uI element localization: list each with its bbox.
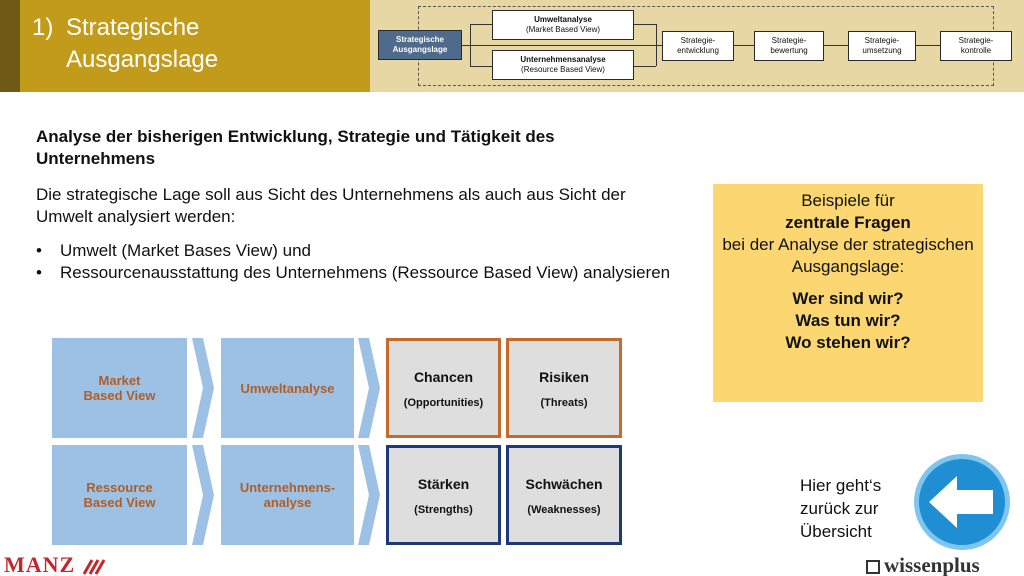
process-step-line1: Strategie- <box>680 36 716 45</box>
process-unternehmen-box: Unternehmensanalyse (Resource Based View… <box>492 50 634 80</box>
process-step-line2: entwicklung <box>677 46 719 55</box>
intro-bullets: Umwelt (Market Bases View) und Ressource… <box>36 240 676 284</box>
process-umwelt-sub: (Market Based View) <box>525 25 601 34</box>
market-based-view-cell: Market Based View <box>52 338 187 438</box>
header-title-area: 1) Strategische Ausgangslage <box>20 0 370 92</box>
risiken-cell: Risiken (Threats) <box>506 338 622 438</box>
process-step-line2: kontrolle <box>960 46 992 55</box>
questions-box: Beispiele für zentrale Fragen bei der An… <box>713 184 983 402</box>
process-step-line1: Strategie- <box>958 36 994 45</box>
chancen-cell: Chancen (Opportunities) <box>386 338 501 438</box>
intro-body: Die strategische Lage soll aus Sicht des… <box>36 185 626 226</box>
connector <box>916 45 940 46</box>
process-start-box: Strategische Ausgangslage <box>378 30 462 60</box>
chevron-right-icon <box>358 338 380 438</box>
market-line1: Market <box>98 373 141 388</box>
back-button[interactable] <box>914 454 1010 550</box>
chevron-right-icon <box>358 445 380 545</box>
process-step-line2: bewertung <box>770 46 808 55</box>
process-step-line2: umsetzung <box>862 46 902 55</box>
question-3: Wo stehen wir? <box>785 333 911 352</box>
wissenplus-text: wissenplus <box>884 553 980 576</box>
back-link-text[interactable]: Hier geht‘s zurück zur Übersicht <box>800 474 881 543</box>
chancen-title: Chancen <box>413 369 474 385</box>
process-start-line1: Strategische <box>395 35 445 44</box>
connector <box>656 24 657 66</box>
header-stripe <box>0 0 20 92</box>
page-title: 1) Strategische Ausgangslage <box>32 12 218 76</box>
ressource-line2: Based View <box>83 495 156 510</box>
risiken-title: Risiken <box>539 369 589 385</box>
questions-line1: Beispiele für <box>801 191 895 210</box>
arrow-left-icon <box>929 476 993 528</box>
title-number: 1) <box>32 14 54 41</box>
intro-title: Analyse der bisherigen Entwicklung, Stra… <box>36 127 555 168</box>
wissenplus-logo: wissenplus <box>866 553 980 576</box>
chevron-right-icon <box>192 338 214 438</box>
market-line2: Based View <box>83 388 156 403</box>
question-1: Wer sind wir? <box>792 289 904 308</box>
process-unternehmen-title: Unternehmensanalyse <box>520 55 606 64</box>
umweltanalyse-cell: Umweltanalyse <box>221 338 354 438</box>
staerken-cell: Stärken (Strengths) <box>386 445 501 545</box>
ressource-based-view-cell: Ressource Based View <box>52 445 187 545</box>
process-unternehmen-sub: (Resource Based View) <box>521 65 605 74</box>
connector <box>470 66 492 67</box>
process-step-line1: Strategie- <box>771 36 807 45</box>
bullet-item: Ressourcenausstattung des Unternehmens (… <box>36 262 676 284</box>
process-step-line1: Strategie- <box>864 36 900 45</box>
connector <box>734 45 754 46</box>
question-2: Was tun wir? <box>795 311 901 330</box>
staerken-title: Stärken <box>417 476 470 492</box>
schwaechen-title: Schwächen <box>525 476 603 492</box>
connector <box>634 24 656 25</box>
process-start-line2: Ausgangslage <box>392 45 448 54</box>
unternehmensanalyse-cell: Unternehmens- analyse <box>221 445 354 545</box>
process-umwelt-title: Umweltanalyse <box>534 15 592 24</box>
manz-text: MANZ <box>4 552 76 576</box>
unternehmen-line1: Unternehmens- <box>239 480 336 495</box>
title-line1: Strategische <box>66 14 200 41</box>
questions-line2: zentrale Fragen <box>785 213 911 232</box>
schwaechen-cell: Schwächen (Weaknesses) <box>506 445 622 545</box>
connector <box>470 24 492 25</box>
risiken-subtitle: (Threats) <box>540 397 588 409</box>
connector <box>462 45 674 46</box>
back-line3: Übersicht <box>800 522 872 541</box>
intro-section: Analyse der bisherigen Entwicklung, Stra… <box>36 126 676 284</box>
ressource-line1: Ressource <box>86 480 153 495</box>
header-bar: 1) Strategische Ausgangslage Strategische… <box>0 0 1024 92</box>
chancen-subtitle: (Opportunities) <box>403 397 484 409</box>
chevron-right-icon <box>192 445 214 545</box>
process-diagram: Strategische Ausgangslage Umweltanalyse … <box>370 0 1024 92</box>
questions-line3: bei der Analyse der strategischen Ausgan… <box>722 235 974 276</box>
process-step-entwicklung: Strategie- entwicklung <box>662 31 734 61</box>
schwaechen-subtitle: (Weaknesses) <box>527 504 601 516</box>
bullet-item: Umwelt (Market Bases View) und <box>36 240 676 262</box>
manz-mark-icon <box>82 559 106 575</box>
connector <box>824 45 848 46</box>
connector <box>470 24 471 66</box>
staerken-subtitle: (Strengths) <box>414 504 473 516</box>
process-step-umsetzung: Strategie- umsetzung <box>848 31 916 61</box>
process-umwelt-box: Umweltanalyse (Market Based View) <box>492 10 634 40</box>
umweltanalyse-label: Umweltanalyse <box>240 380 335 396</box>
title-line2: Ausgangslage <box>66 46 219 73</box>
back-line1: Hier geht‘s <box>800 476 882 495</box>
connector <box>634 66 656 67</box>
unternehmen-line2: analyse <box>263 495 312 510</box>
process-step-bewertung: Strategie- bewertung <box>754 31 824 61</box>
back-line2: zurück zur <box>800 499 879 518</box>
process-step-kontrolle: Strategie- kontrolle <box>940 31 1012 61</box>
manz-logo: MANZ <box>4 552 108 576</box>
wissenplus-box-icon <box>866 560 880 575</box>
